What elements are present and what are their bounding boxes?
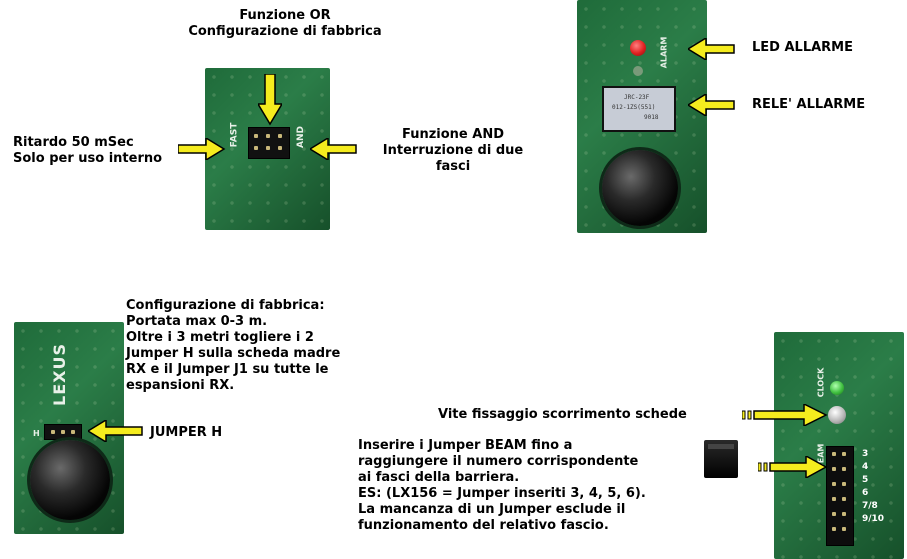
beam-jumper-block [826, 446, 854, 546]
silk-fast: FAST [229, 122, 240, 148]
or-function-title: Funzione OR [239, 8, 331, 23]
mounting-screw [828, 406, 846, 424]
ritardo-label: Ritardo 50 mSec Solo per uso interno [13, 135, 163, 166]
beam-pin [832, 497, 836, 501]
loose-jumper [704, 440, 738, 478]
beam-pin [842, 497, 846, 501]
silk-h: H [33, 429, 40, 438]
beam-number: 4 [862, 462, 869, 472]
relay-date: 9018 [644, 114, 659, 121]
arrow-relay-left-icon [688, 94, 735, 116]
led-alarm [630, 40, 646, 56]
led-alarm-2 [633, 66, 643, 76]
vite-label: Vite fissaggio scorrimento schede [438, 407, 687, 422]
beam-pin [842, 527, 846, 531]
relay-part: 012-1ZS(551) [612, 104, 656, 111]
config-fabbrica-text: Configurazione di fabbrica: Portata max … [126, 298, 341, 393]
pcb-alarm [577, 0, 707, 233]
led-allarme-label: LED ALLARME [752, 40, 853, 55]
beam-pin [842, 512, 846, 516]
jumper-h-label: JUMPER H [150, 425, 223, 440]
beam-number: 9/10 [862, 514, 885, 524]
arrow-fast-right-icon [178, 138, 226, 160]
arrow-and-left-icon [310, 138, 357, 160]
beam-number-list: 3 4 5 6 7/8 9/10 [862, 448, 884, 526]
beam-pin [832, 452, 836, 456]
silk-clock: CLOCK [816, 367, 826, 398]
beam-pin [842, 482, 846, 486]
arrow-screw-right-icon [742, 404, 828, 426]
jumper-fast-and [248, 127, 290, 159]
relay-model: JRC-23F [624, 94, 650, 101]
beam-number: 6 [862, 488, 869, 498]
arrow-beam-right-icon [758, 456, 828, 478]
arrow-or-down-icon [258, 74, 282, 126]
ir-lens-bottom-left [30, 440, 110, 520]
arrow-led-left-icon [688, 38, 735, 60]
silk-lexus: LEXUS [49, 343, 69, 406]
beam-pin [832, 512, 836, 516]
and-function-label: Funzione AND Interruzione di due fasci [382, 127, 524, 174]
beam-number: 3 [862, 449, 869, 459]
beam-number: 5 [862, 475, 869, 485]
silk-alarm: ALARM [659, 36, 669, 69]
jumper-h [44, 424, 82, 440]
beam-pin [832, 482, 836, 486]
beam-pin [842, 452, 846, 456]
beam-pin [842, 467, 846, 471]
beam-pin [832, 527, 836, 531]
or-function-subtitle: Configurazione di fabbrica [188, 24, 382, 39]
beam-pin [832, 467, 836, 471]
beam-instructions: Inserire i Jumper BEAM fino a raggiunger… [358, 438, 646, 533]
relay: JRC-23F 012-1ZS(551) 9018 [602, 86, 676, 132]
rele-allarme-label: RELE' ALLARME [752, 97, 866, 112]
led-clock [830, 381, 844, 395]
silk-and: AND [295, 126, 306, 148]
arrow-jumper-h-left-icon [88, 420, 143, 442]
beam-number: 7/8 [862, 501, 878, 511]
ir-lens-top [602, 150, 678, 226]
